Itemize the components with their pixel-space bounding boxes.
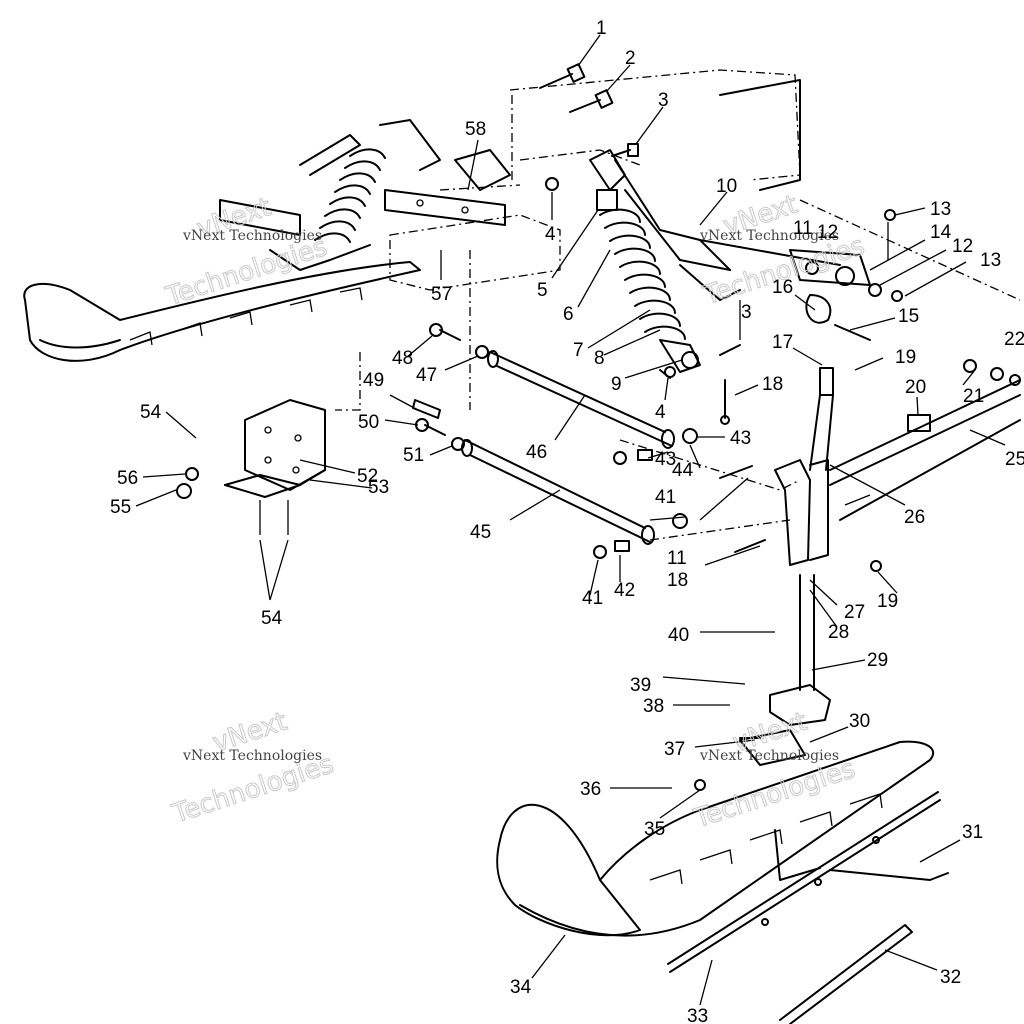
callout-22: 22 [1004, 329, 1024, 350]
callout-12b: 12 [952, 236, 973, 257]
callout-55: 55 [110, 497, 131, 518]
callout-26: 26 [904, 507, 925, 528]
callout-21: 21 [963, 386, 984, 407]
callout-34: 34 [510, 977, 532, 998]
callout-54: 54 [140, 402, 162, 423]
callout-54b: 54 [261, 608, 283, 629]
shock-spring [599, 208, 686, 340]
lower-arm-46 [487, 350, 675, 449]
callout-41: 41 [582, 588, 603, 609]
callout-44: 44 [672, 460, 694, 481]
steering-post [769, 367, 834, 726]
callout-10: 10 [716, 176, 737, 197]
callout-31: 31 [962, 822, 983, 843]
callout-19b: 19 [877, 591, 898, 612]
callout-37: 37 [664, 739, 685, 760]
bolt-1 [511, 63, 586, 180]
callout-2: 2 [625, 48, 636, 69]
bolt-3 [611, 143, 639, 157]
callout-8: 8 [594, 348, 605, 369]
callout-11b: 11 [667, 548, 687, 569]
chassis-outline [389, 69, 1021, 301]
callout-29: 29 [867, 650, 888, 671]
callout-9: 9 [611, 374, 622, 395]
watermark-line: vNext Technologies [182, 228, 322, 244]
callout-47: 47 [416, 365, 437, 386]
callout-33: 33 [687, 1006, 708, 1024]
callout-42: 42 [614, 580, 635, 601]
front-ski [496, 729, 935, 937]
callout-38: 38 [643, 696, 664, 717]
callout-49: 49 [363, 370, 384, 391]
callout-43: 43 [730, 428, 751, 449]
leader-lines [135, 34, 1006, 1006]
watermark-line: vNext Technologies [699, 228, 839, 244]
callout-43b: 43 [655, 449, 676, 470]
watermark-tech: Technologies [690, 754, 859, 834]
callout-6: 6 [563, 304, 574, 325]
callout-labels: 1 2 3 4 5 6 7 8 9 3 4 10 11 12 13 14 12 … [110, 18, 1024, 1024]
callout-17: 17 [772, 332, 793, 353]
callout-3b: 3 [741, 302, 752, 323]
bracket-58 [384, 149, 511, 226]
tie-rod [829, 359, 1021, 521]
upper-a-arm [614, 159, 841, 301]
callout-39: 39 [630, 675, 651, 696]
callout-28: 28 [828, 622, 849, 643]
callout-13b: 13 [980, 250, 1001, 271]
callout-16: 16 [772, 277, 793, 298]
callout-18b: 18 [667, 570, 688, 591]
callout-40: 40 [668, 625, 689, 646]
callout-14: 14 [930, 222, 952, 243]
callout-3: 3 [658, 90, 669, 111]
callout-56: 56 [117, 468, 138, 489]
callout-19: 19 [895, 347, 916, 368]
watermark-line: vNext Technologies [699, 748, 839, 764]
mounting-bracket [176, 250, 471, 535]
callout-57: 57 [431, 284, 452, 305]
callout-52: 52 [357, 466, 378, 487]
left-ski-assembly [23, 119, 441, 362]
callout-4b: 4 [655, 402, 666, 423]
callout-4: 4 [545, 224, 556, 245]
callout-46: 46 [526, 442, 547, 463]
left-shock-spring [314, 148, 386, 243]
callout-48: 48 [392, 348, 413, 369]
callout-5: 5 [537, 280, 548, 301]
callout-27: 27 [844, 602, 865, 623]
nut-4 [545, 177, 559, 191]
bolt-2 [569, 89, 614, 113]
callout-30: 30 [849, 711, 870, 732]
callout-12: 12 [817, 222, 838, 243]
ski-runner [667, 737, 949, 1024]
callout-53: 53 [368, 477, 389, 498]
callout-11: 11 [793, 218, 813, 239]
callout-18: 18 [762, 374, 783, 395]
arm-hardware [412, 323, 882, 572]
callout-25: 25 [1005, 449, 1024, 470]
callout-7: 7 [573, 340, 584, 361]
callout-15: 15 [898, 306, 919, 327]
callout-51: 51 [403, 445, 424, 466]
callout-20: 20 [905, 377, 926, 398]
callout-32: 32 [940, 967, 961, 988]
callout-36: 36 [580, 779, 601, 800]
watermark-line: vNext Technologies [182, 748, 322, 764]
watermark: vNext Technologies vNext Technologies vN… [161, 189, 869, 835]
callout-45: 45 [470, 522, 491, 543]
spindle-bracket [789, 209, 903, 341]
callout-1: 1 [596, 18, 607, 39]
callout-50: 50 [358, 412, 379, 433]
callout-58: 58 [465, 119, 486, 140]
callout-41b: 41 [655, 487, 676, 508]
callout-35: 35 [644, 819, 665, 840]
callout-13: 13 [930, 199, 951, 220]
